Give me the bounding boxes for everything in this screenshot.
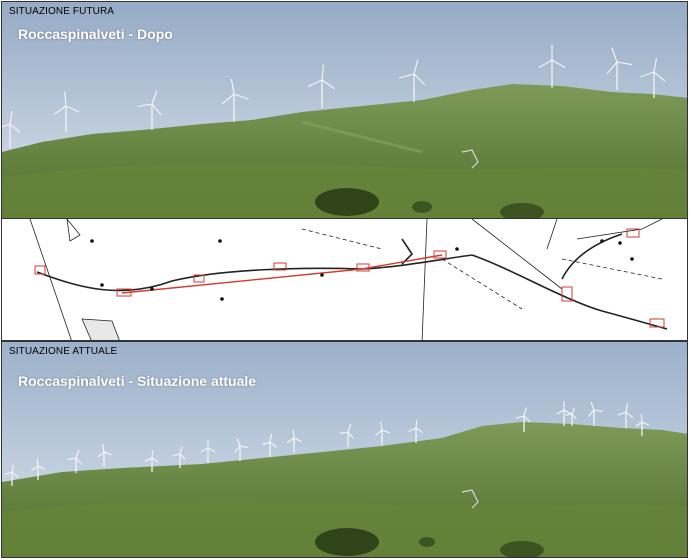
road-network (36, 233, 668, 330)
wind-turbine (172, 446, 186, 468)
wind-turbine (307, 64, 335, 108)
section-label: SITUAZIONE ATTUALE (9, 346, 118, 357)
shrub (315, 188, 544, 218)
wind-turbine (286, 429, 302, 453)
wind-turbine (375, 421, 390, 445)
wind-turbine (640, 57, 666, 98)
wind-turbine (4, 464, 19, 486)
wind-turbine (234, 438, 249, 461)
wind-turbine (31, 458, 46, 480)
wind-turbine (565, 407, 577, 426)
current-landscape-image (2, 342, 687, 557)
wind-turbine (221, 78, 249, 122)
wind-turbine (515, 407, 531, 432)
wind-turbine (408, 419, 424, 443)
section-label: SITUAZIONE FUTURA (9, 6, 115, 17)
mountain-road (461, 489, 479, 509)
wind-turbine (606, 47, 633, 90)
wind-turbine (2, 110, 21, 148)
wind-turbine (339, 424, 354, 447)
wind-turbines (4, 401, 650, 486)
map-boundaries (29, 219, 663, 340)
wind-turbine (587, 401, 603, 426)
route-map (2, 219, 687, 340)
future-landscape-image (2, 2, 687, 218)
photo-title: Roccaspinalveti - Dopo (18, 26, 173, 42)
wind-turbines (2, 44, 666, 148)
wind-turbine (556, 401, 572, 426)
wind-turbine (398, 58, 426, 102)
shrub (315, 528, 544, 557)
wind-turbine (53, 91, 80, 132)
site-map (1, 218, 688, 341)
wind-turbine (137, 90, 162, 130)
current-situation-photo: SITUAZIONE ATTUALE Roccaspinalveti - Sit… (1, 341, 688, 558)
wind-turbine (538, 44, 566, 88)
wind-turbine (262, 433, 277, 457)
wind-turbine (67, 450, 82, 473)
mountain-road (461, 149, 479, 169)
wind-turbine (635, 414, 650, 436)
future-situation-photo: SITUAZIONE FUTURA Roccaspinalveti - Dopo (1, 1, 688, 219)
turbine-plots (34, 228, 665, 328)
wind-turbine (97, 443, 112, 467)
wind-turbine (617, 403, 634, 428)
photo-title: Roccaspinalveti - Situazione attuale (18, 373, 257, 389)
wind-turbine (144, 450, 159, 472)
wind-turbine (200, 439, 216, 463)
turbine-points (90, 239, 634, 301)
